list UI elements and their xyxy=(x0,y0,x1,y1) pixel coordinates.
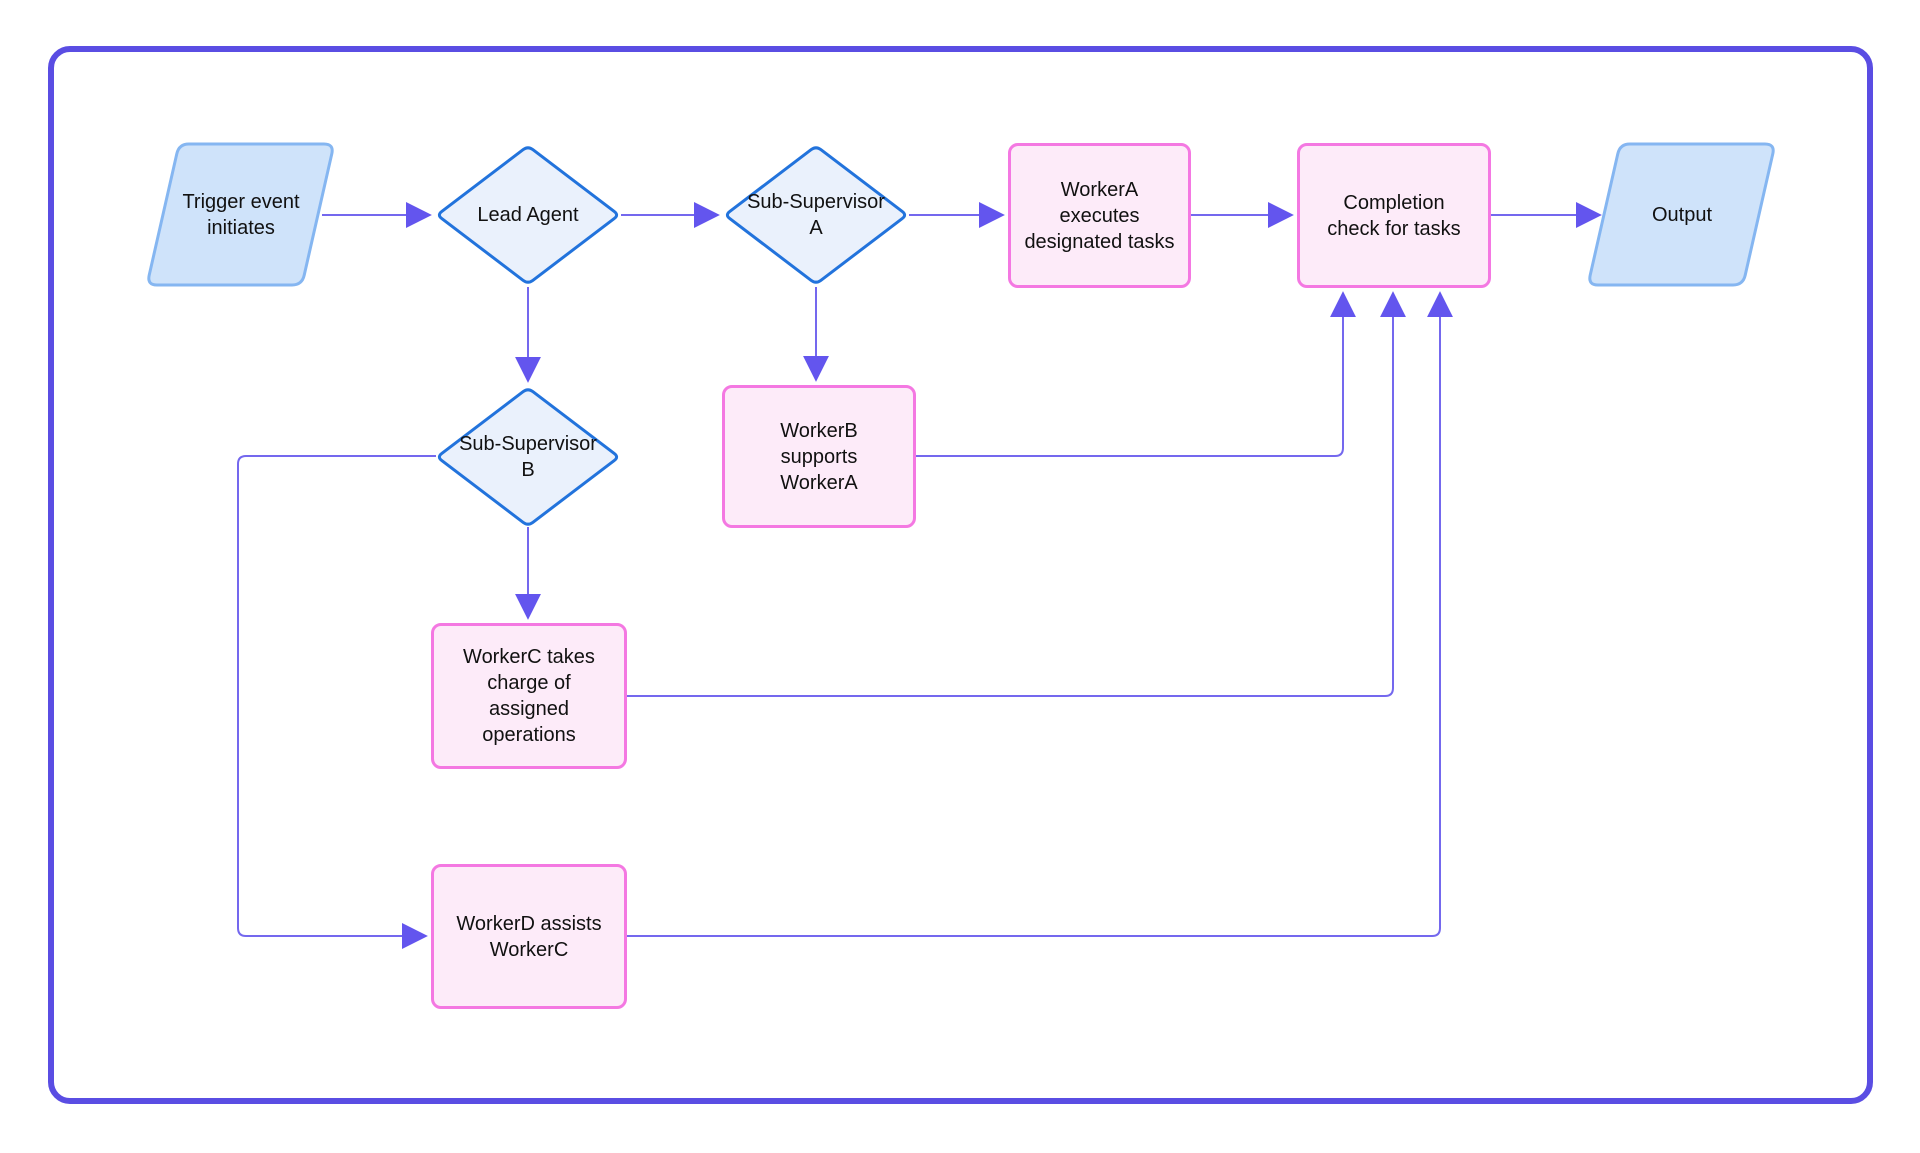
edge-sub-supervisor-b-to-worker-d xyxy=(237,455,436,949)
diamond-shape xyxy=(437,388,619,526)
node-label: WorkerB supports WorkerA xyxy=(780,419,858,494)
node-label: Output xyxy=(1651,204,1713,226)
edge-worker-c-to-completion-check xyxy=(627,291,1406,697)
node-label: WorkerC takes charge of assigned operati… xyxy=(463,646,595,746)
node-worker-b[interactable]: WorkerB supports WorkerA xyxy=(722,385,916,528)
diamond-shape xyxy=(725,146,907,284)
node-label: Sub-Supervisor B xyxy=(459,433,597,481)
node-label: Sub-Supervisor A xyxy=(747,191,885,239)
parallelogram-shape xyxy=(147,142,334,287)
node-label: Trigger event initiates xyxy=(182,191,300,239)
node-label: Lead Agent xyxy=(477,204,579,226)
diagram-border xyxy=(48,46,1873,1104)
node-label: WorkerD assists WorkerC xyxy=(456,912,602,961)
node-lead-agent[interactable]: Lead Agent xyxy=(435,144,621,286)
node-label: WorkerA executes designated tasks xyxy=(1024,178,1175,253)
node-completion-check[interactable]: Completion check for tasks xyxy=(1297,143,1491,288)
edge-worker-d-to-completion-check xyxy=(627,291,1453,937)
node-worker-c[interactable]: WorkerC takes charge of assigned operati… xyxy=(431,623,627,769)
node-worker-d[interactable]: WorkerD assists WorkerC xyxy=(431,864,627,1009)
edge-worker-b-to-completion-check xyxy=(916,291,1356,457)
diamond-shape xyxy=(437,146,619,284)
node-sub-supervisor-a[interactable]: Sub-Supervisor A xyxy=(723,144,909,286)
node-sub-supervisor-b[interactable]: Sub-Supervisor B xyxy=(435,386,621,528)
node-output[interactable]: Output xyxy=(1587,142,1777,288)
node-worker-a[interactable]: WorkerA executes designated tasks xyxy=(1008,143,1191,288)
node-trigger-event[interactable]: Trigger event initiates xyxy=(146,142,336,288)
parallelogram-shape xyxy=(1588,142,1775,287)
node-label: Completion check for tasks xyxy=(1327,191,1461,240)
